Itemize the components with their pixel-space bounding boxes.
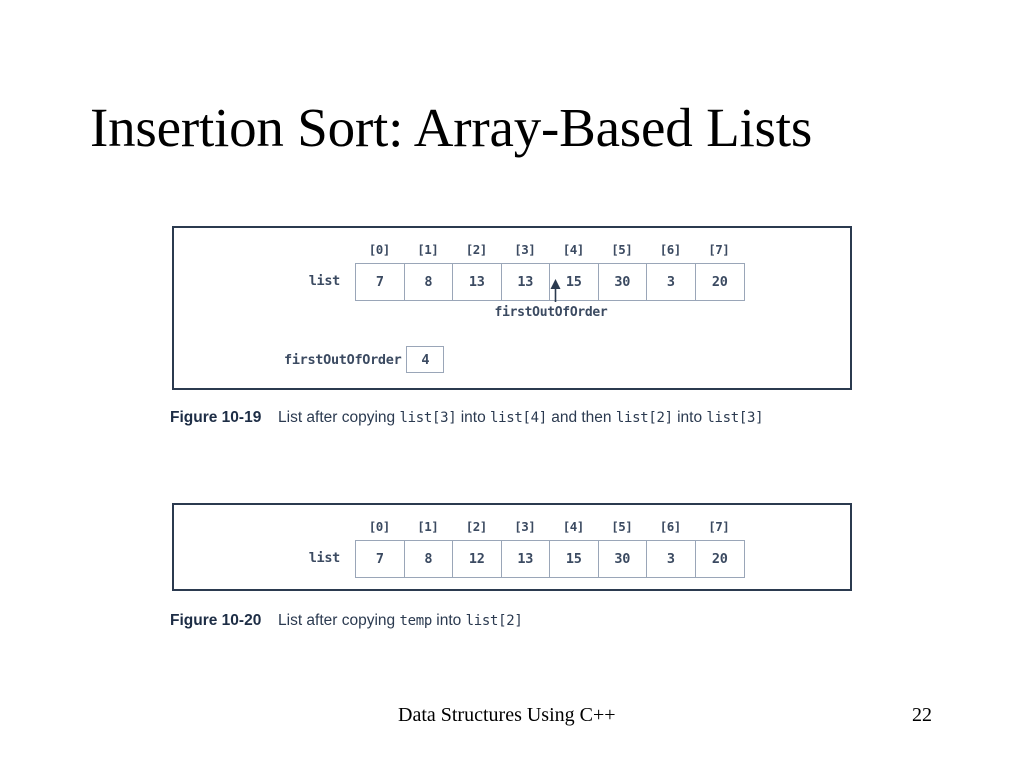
index-label: [0] <box>368 242 391 257</box>
figure-1-caption: Figure 10-19 List after copying list[3] … <box>170 407 860 429</box>
index-label: [3] <box>514 242 536 257</box>
footer-page-number: 22 <box>912 704 932 726</box>
array-cells-1: 7 8 13 13 15 30 3 20 <box>355 263 745 301</box>
pointer-annotation: firstOutOfOrder <box>355 279 745 359</box>
array-cell: 3 <box>647 264 696 300</box>
page-title: Insertion Sort: Array-Based Lists <box>90 97 813 158</box>
array-cell: 7 <box>356 264 405 300</box>
array-cell: 3 <box>647 541 696 577</box>
array-cell: 8 <box>404 264 453 300</box>
index-label: [5] <box>611 519 633 534</box>
array-name-label: list <box>308 273 341 289</box>
index-label: [6] <box>659 242 682 257</box>
figure-2-caption-label: Figure 10-20 <box>170 612 262 629</box>
array-cell: 13 <box>501 541 550 577</box>
figure-2-caption: Figure 10-20 List after copying temp int… <box>170 610 860 632</box>
variable-value-box: 4 <box>406 346 445 373</box>
array-cell: 7 <box>356 541 405 577</box>
index-label-row-2: [0] [1] [2] [3] [4] [5] [6] [7] <box>355 517 745 537</box>
variable-firstoutoforder: firstOutOfOrder 4 <box>284 346 445 373</box>
array-cell: 15 <box>550 541 599 577</box>
array-cell: 13 <box>501 264 550 300</box>
index-label: [2] <box>465 242 488 257</box>
index-label: [2] <box>465 519 488 534</box>
array-cells-2: 7 8 12 13 15 30 3 20 <box>355 540 745 578</box>
array-cell: 15 <box>550 264 599 300</box>
array-name-label: list <box>308 550 341 566</box>
figure-1-caption-label: Figure 10-19 <box>170 409 262 426</box>
index-label: [4] <box>562 519 585 534</box>
index-label: [0] <box>368 519 391 534</box>
array-row-2: list 7 8 12 13 15 30 3 20 <box>309 540 745 578</box>
pointer-label: firstOutOfOrder <box>494 305 608 320</box>
index-label: [1] <box>417 519 439 534</box>
figure-2-caption-text: List after copying temp into list[2] <box>278 612 523 629</box>
index-label: [7] <box>708 242 730 257</box>
figure-1-panel: [0] [1] [2] [3] [4] [5] [6] [7] list 7 8… <box>172 226 852 390</box>
array-diagram-2: [0] [1] [2] [3] [4] [5] [6] [7] list 7 8… <box>309 517 745 578</box>
index-label-row-1: [0] [1] [2] [3] [4] [5] [6] [7] <box>355 240 745 260</box>
array-cell: 30 <box>598 264 647 300</box>
array-cell: 30 <box>598 541 647 577</box>
arrow-up-icon <box>549 279 562 308</box>
index-label: [1] <box>417 242 439 257</box>
array-row-1: list 7 8 13 13 15 30 3 20 <box>309 263 745 301</box>
figure-1-caption-text: List after copying list[3] into list[4] … <box>278 409 764 426</box>
index-label: [4] <box>562 242 585 257</box>
array-diagram-1: [0] [1] [2] [3] [4] [5] [6] [7] list 7 8… <box>309 240 745 301</box>
array-cell: 12 <box>453 541 502 577</box>
array-cell: 20 <box>695 541 744 577</box>
array-cell: 13 <box>453 264 502 300</box>
index-label: [3] <box>514 519 536 534</box>
index-label: [7] <box>708 519 730 534</box>
figure-2-panel: [0] [1] [2] [3] [4] [5] [6] [7] list 7 8… <box>172 503 852 591</box>
index-label: [6] <box>659 519 682 534</box>
variable-name-label: firstOutOfOrder <box>284 351 402 368</box>
index-label: [5] <box>611 242 633 257</box>
array-cell: 20 <box>695 264 744 300</box>
footer-course-title: Data Structures Using C++ <box>398 704 616 726</box>
array-cell: 8 <box>404 541 453 577</box>
